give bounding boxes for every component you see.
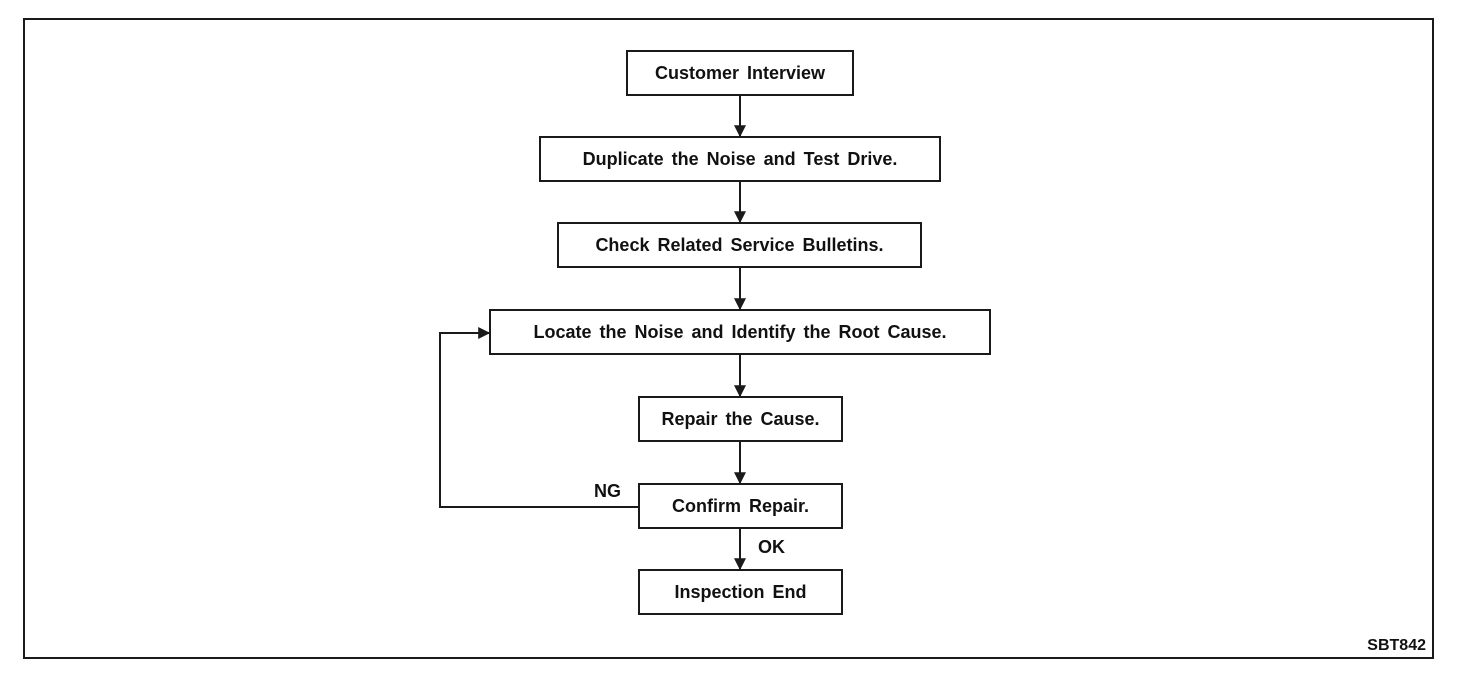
step-confirm-repair: Confirm Repair. xyxy=(638,483,843,529)
step-duplicate-noise: Duplicate the Noise and Test Drive. xyxy=(539,136,941,182)
step-repair-cause: Repair the Cause. xyxy=(638,396,843,442)
arrow-ng-feedback-loop xyxy=(439,327,638,508)
figure-code: SBT842 xyxy=(1367,637,1426,654)
label-ok: OK xyxy=(758,537,785,557)
step-inspection-end: Inspection End xyxy=(638,569,843,615)
diagram-frame xyxy=(23,18,1434,659)
step-check-bulletins: Check Related Service Bulletins. xyxy=(557,222,922,268)
step-locate-noise: Locate the Noise and Identify the Root C… xyxy=(489,309,991,355)
step-customer-interview: Customer Interview xyxy=(626,50,854,96)
label-ng: NG xyxy=(594,481,621,501)
